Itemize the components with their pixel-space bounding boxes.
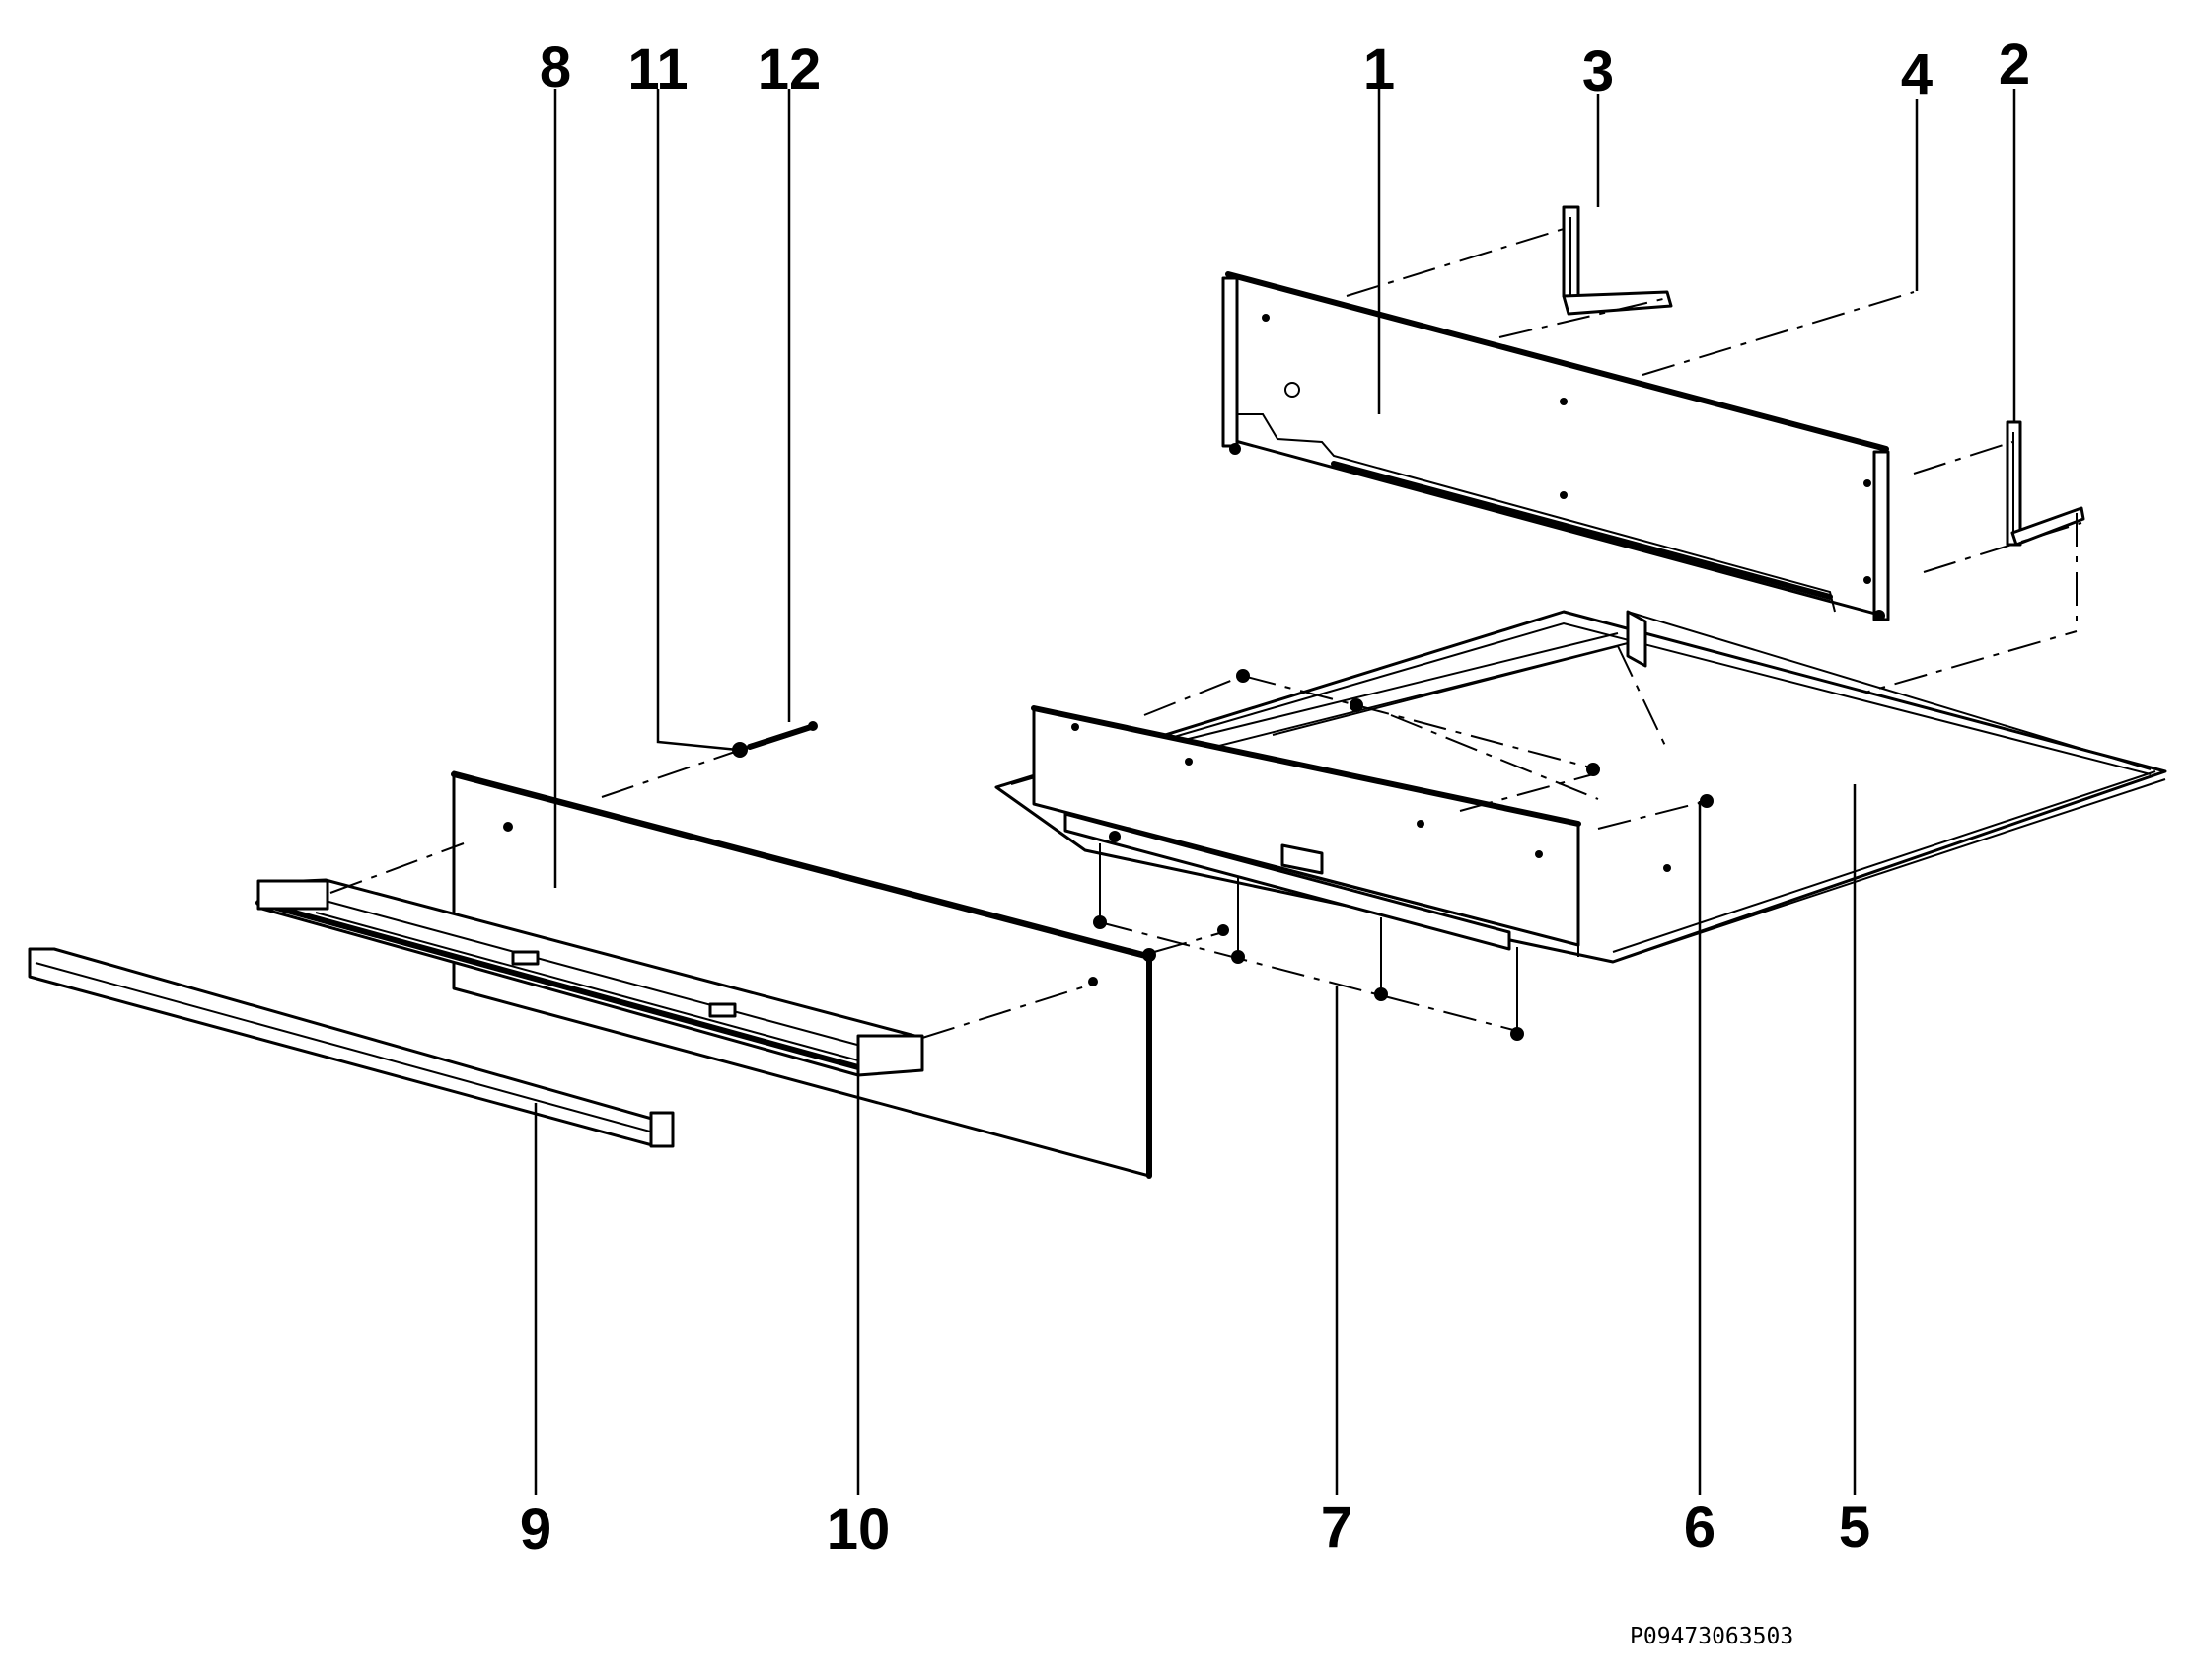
part-handle-bar	[28, 947, 675, 1148]
callout-1: 1	[1363, 37, 1395, 102]
callout-5: 5	[1839, 1496, 1870, 1560]
part-handle-rail	[255, 878, 924, 1077]
callout-11: 11	[627, 37, 688, 102]
callout-2: 2	[1999, 33, 2030, 97]
part-front-rail	[1031, 705, 1671, 957]
part-screw-pin	[732, 721, 1229, 936]
part-bracket-left	[1562, 205, 1673, 316]
callout-8: 8	[540, 36, 571, 100]
drawing-code: P09473063503	[1630, 1624, 1793, 1649]
part-rear-panel	[1221, 271, 1890, 621]
callout-12: 12	[758, 37, 822, 102]
callout-labels: 1 2 3 4 5 6 7 8 9 10 11 12	[520, 33, 2030, 1562]
callout-10: 10	[827, 1497, 891, 1562]
callout-6: 6	[1684, 1496, 1715, 1560]
part-bracket-right	[2006, 420, 2085, 547]
part-screws-under-rail	[1093, 843, 1524, 1041]
callout-7: 7	[1321, 1496, 1352, 1560]
callout-9: 9	[520, 1497, 551, 1562]
callout-4: 4	[1901, 42, 1933, 107]
callout-3: 3	[1582, 39, 1614, 104]
leader-lines	[534, 89, 2016, 1495]
